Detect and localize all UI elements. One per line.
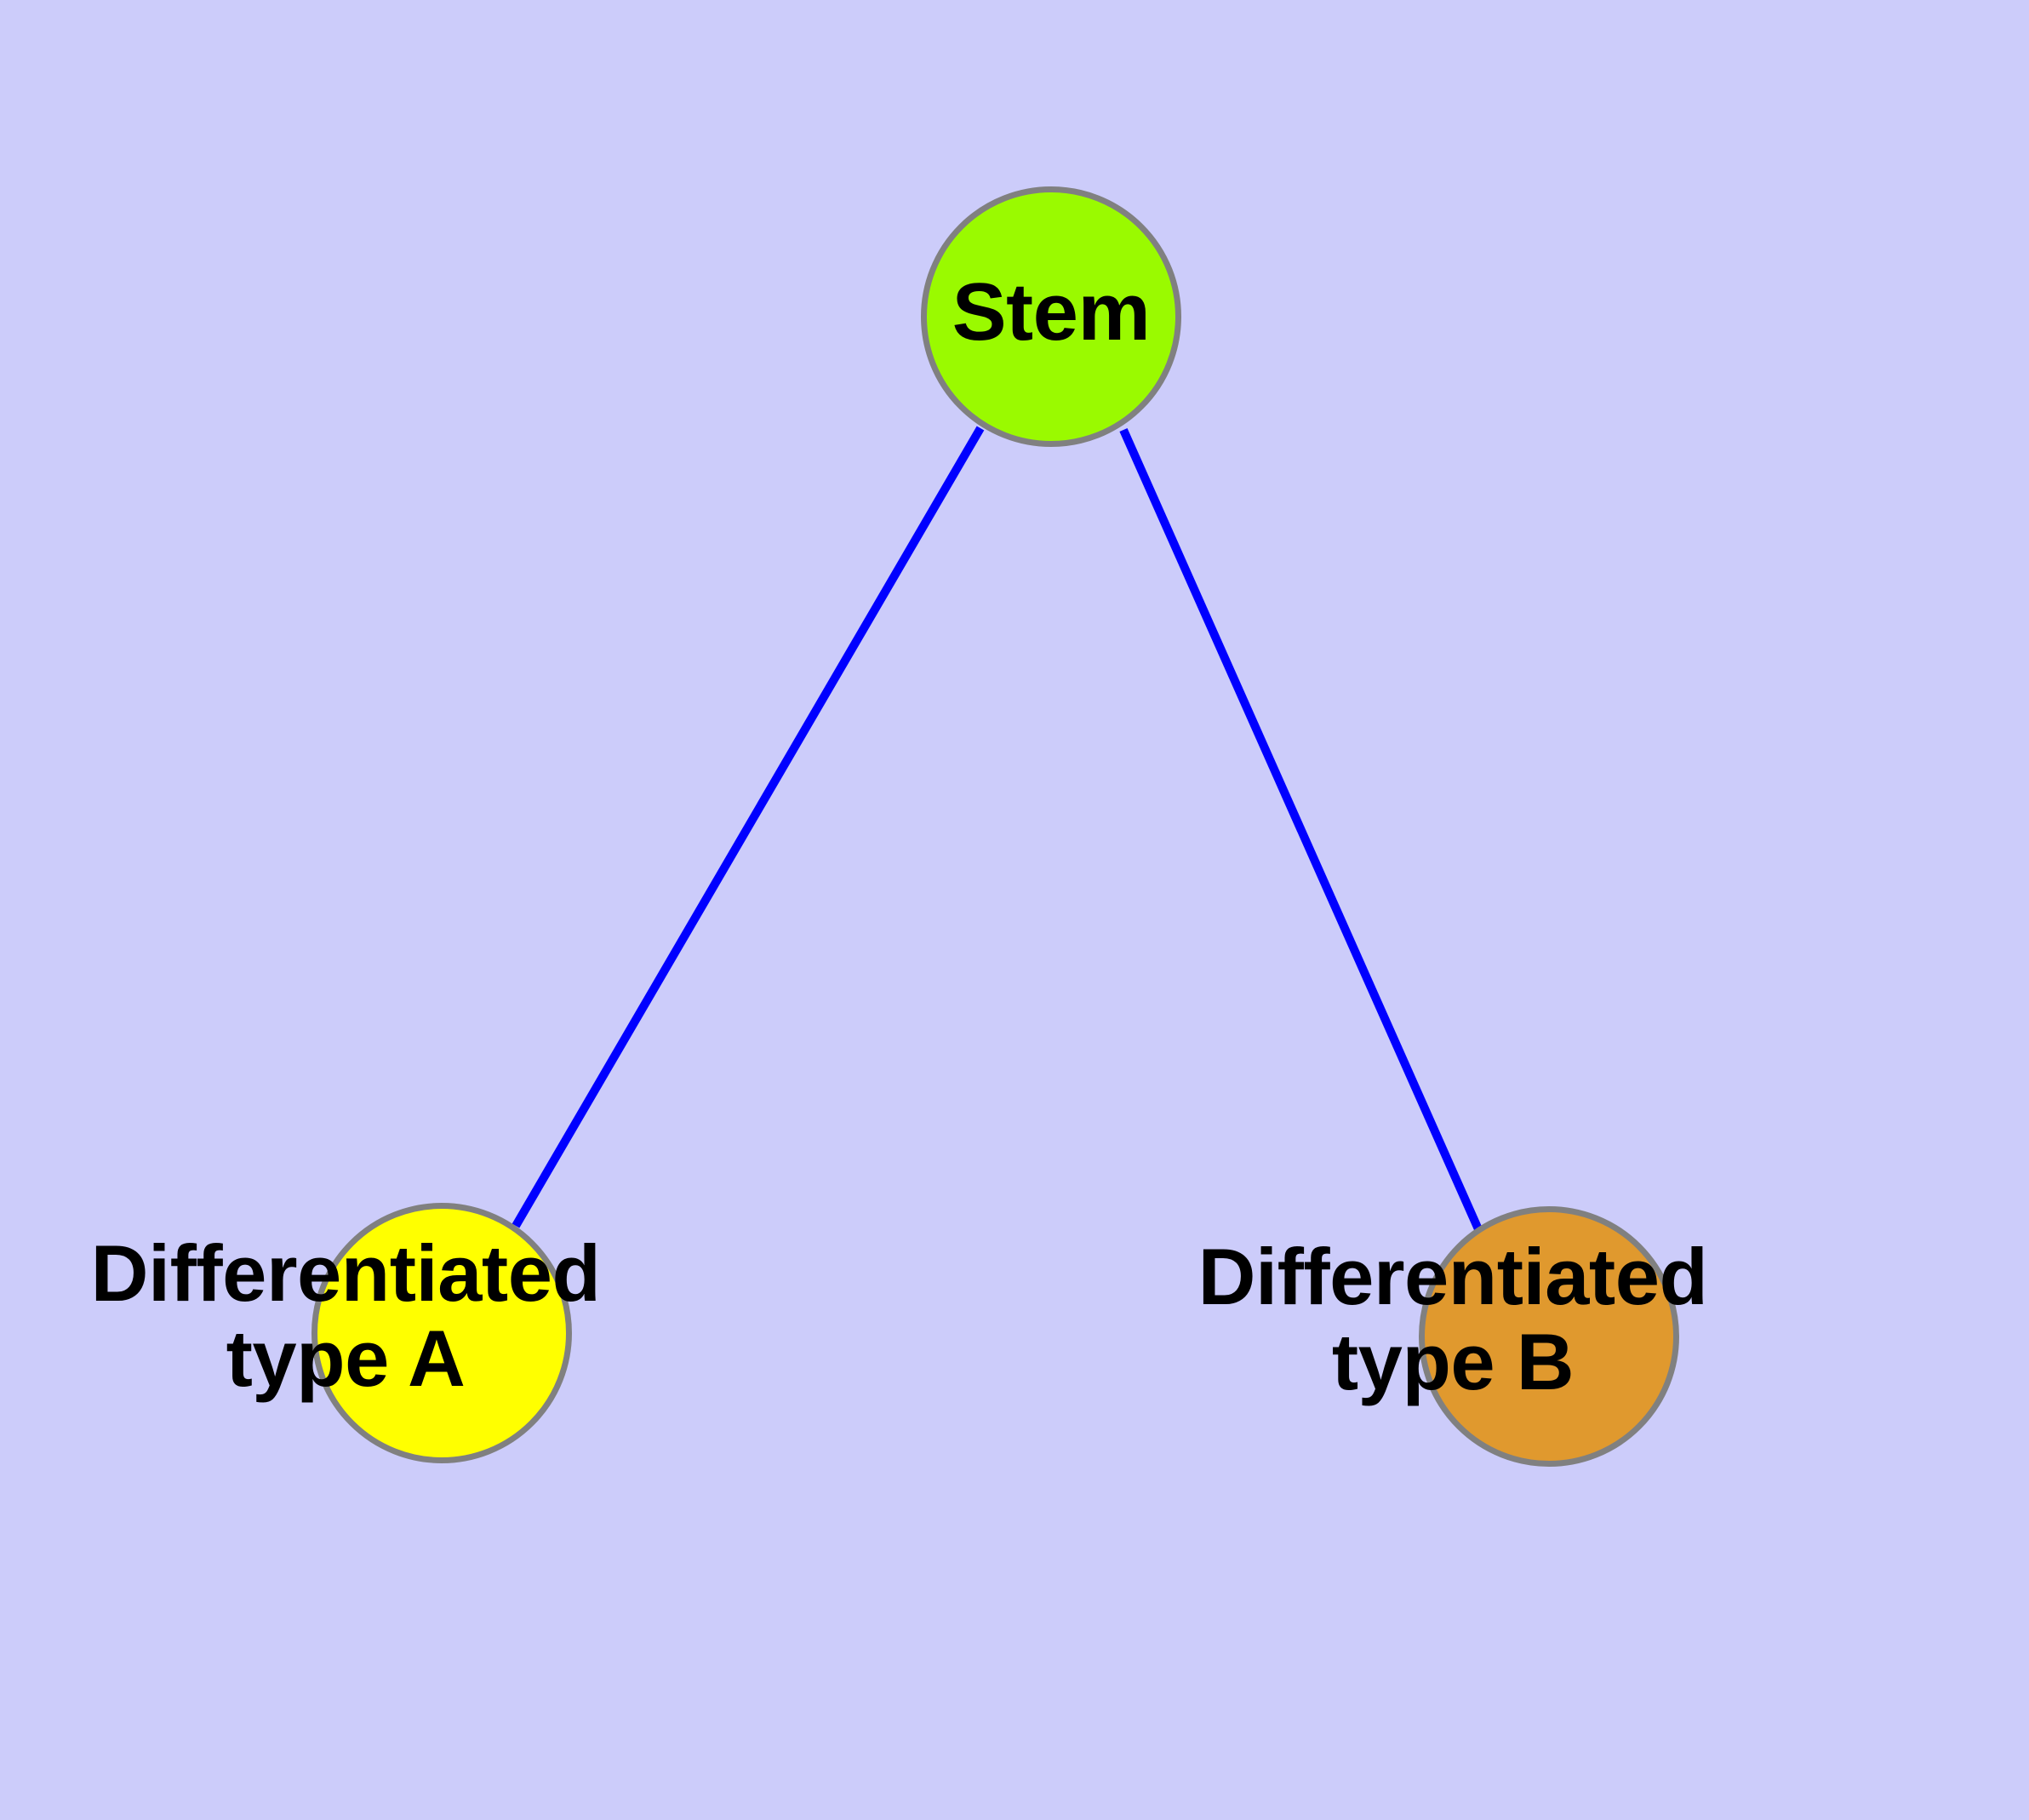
edge-stem-to-differentiated-type-b [1119, 427, 1483, 1232]
node-differentiated-type-b[interactable] [1419, 1206, 1679, 1467]
edge-stem-to-differentiated-type-a [512, 426, 985, 1228]
node-label-line-1: Differentiated [1197, 1232, 1708, 1321]
node-label-line-1: Differentiated [90, 1228, 601, 1318]
node-differentiated-type-a[interactable] [311, 1203, 572, 1463]
node-label-line-2: type A [226, 1313, 466, 1403]
node-stem[interactable] [921, 186, 1181, 447]
node-label-stem: Stem [952, 266, 1151, 358]
node-label-line-2: type B [1331, 1316, 1575, 1406]
